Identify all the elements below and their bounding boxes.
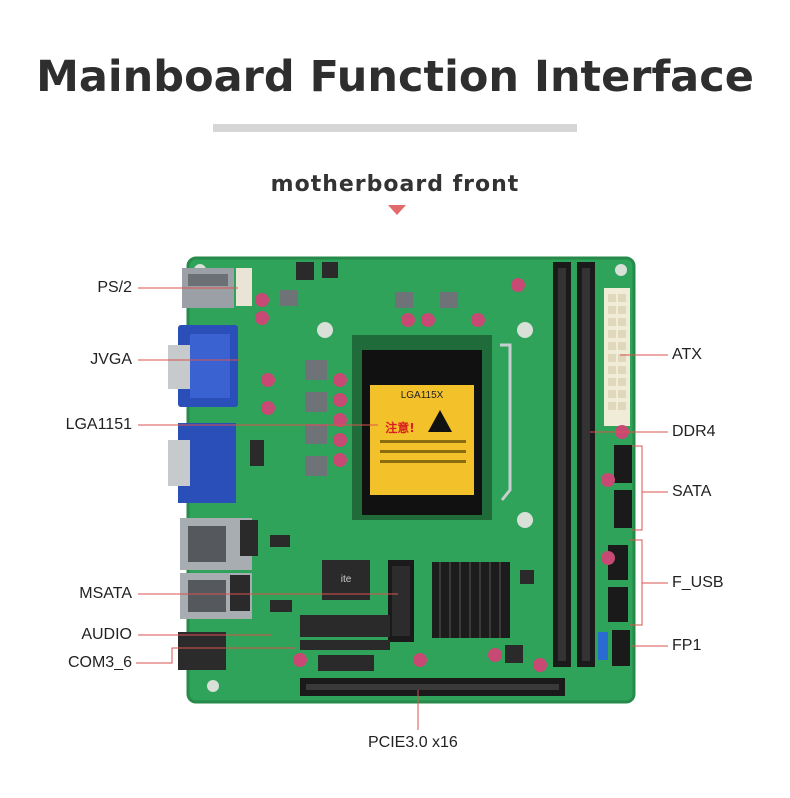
mounting-hole xyxy=(517,512,533,528)
usb-header xyxy=(608,587,628,622)
sata-connector xyxy=(614,490,632,528)
label-ps2: PS/2 xyxy=(97,279,132,296)
label-ddr4: DDR4 xyxy=(672,423,716,440)
audio-connector xyxy=(178,632,226,670)
mounting-hole xyxy=(207,680,219,692)
callout-bracket-sata xyxy=(632,445,643,531)
label-fp1: FP1 xyxy=(672,637,702,654)
label-msata: MSATA xyxy=(79,585,132,602)
label-atx: ATX xyxy=(672,346,702,363)
label-lga1151: LGA1151 xyxy=(65,416,132,433)
page-title: Mainboard Function Interface xyxy=(36,52,754,102)
socket-lever xyxy=(500,343,512,501)
down-arrow-icon xyxy=(388,205,406,215)
mounting-hole xyxy=(317,322,333,338)
callout-line-com xyxy=(136,647,295,664)
socket-label: LGA115X xyxy=(401,390,444,401)
label-sata: SATA xyxy=(672,483,712,500)
label-com3-6: COM3_6 xyxy=(67,654,132,671)
mounting-hole xyxy=(615,264,627,276)
label-audio: AUDIO xyxy=(81,626,132,643)
label-jvga: JVGA xyxy=(90,351,132,368)
title-underline xyxy=(213,124,577,132)
ite-chip xyxy=(322,560,370,600)
warning-label: 注意! xyxy=(385,420,414,435)
chip-label: ite xyxy=(341,574,352,585)
section-subtitle: motherboard front xyxy=(270,172,520,197)
label-f-usb: F_USB xyxy=(672,574,724,591)
sata-connector xyxy=(614,445,632,483)
fp1-header xyxy=(598,632,608,660)
mounting-hole xyxy=(517,322,533,338)
atx-connector xyxy=(604,288,630,426)
label-pcie: PCIE3.0 x16 xyxy=(368,734,458,751)
